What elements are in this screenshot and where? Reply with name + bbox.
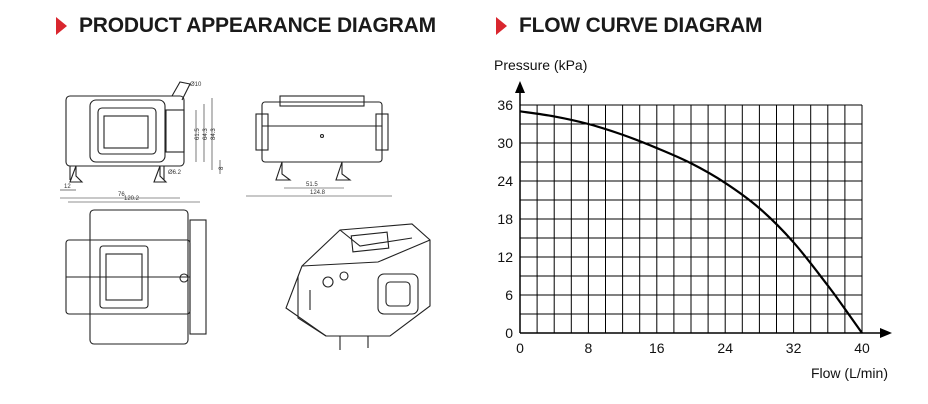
- dim-61-5: 61.5: [195, 128, 201, 140]
- dim-o10: Ø10: [190, 82, 202, 88]
- product-appearance-heading: PRODUCT APPEARANCE DIAGRAM: [56, 14, 436, 38]
- y-tick-label: 12: [497, 249, 513, 265]
- x-axis-label: Flow (L/min): [811, 365, 888, 381]
- dim-76: 76: [118, 192, 125, 198]
- y-tick-label: 6: [505, 287, 513, 303]
- flow-curve-line: [519, 110, 863, 334]
- product-appearance-title: PRODUCT APPEARANCE DIAGRAM: [79, 14, 436, 37]
- x-tick-label: 32: [786, 340, 802, 356]
- x-tick-label: 24: [717, 340, 733, 356]
- y-axis-label: Pressure (kPa): [494, 57, 587, 73]
- chart-tick-labels: 0 8 16 24 32 40 0 6 12 18 24 30 36: [497, 97, 870, 356]
- chart-axes: [515, 81, 892, 338]
- flow-curve-heading: FLOW CURVE DIAGRAM: [496, 14, 763, 38]
- dim-84-3: 84.3: [211, 128, 217, 140]
- product-drawings: Ø10 Ø6.2 61.5 64.3 84.3 8 12 76 51.5 124…: [60, 81, 431, 350]
- dim-8: 8: [219, 166, 225, 170]
- dim-51-5: 51.5: [306, 182, 318, 188]
- flow-curve-chart: Pressure (kPa) Flow (L/min) 0 8 16 24 32 40 0 6…: [494, 57, 892, 381]
- y-tick-label: 24: [497, 173, 513, 189]
- dim-120-2: 120.2: [124, 196, 140, 202]
- x-tick-label: 8: [585, 340, 593, 356]
- y-tick-label: 36: [497, 97, 513, 113]
- red-arrow-marker-icon: [56, 17, 67, 35]
- y-axis-arrow-icon: [515, 81, 525, 93]
- dim-64-3: 64.3: [203, 128, 209, 140]
- x-tick-label: 0: [516, 340, 524, 356]
- y-tick-label: 0: [505, 325, 513, 341]
- front-view-drawing: [60, 81, 221, 199]
- red-arrow-marker-icon: [496, 17, 507, 35]
- x-tick-label: 40: [854, 340, 870, 356]
- x-axis-arrow-icon: [880, 328, 892, 338]
- top-view-drawing: [65, 201, 207, 345]
- dim-124-8: 124.8: [310, 190, 326, 196]
- dim-12: 12: [64, 184, 71, 190]
- side-view-drawing: [246, 95, 392, 197]
- isometric-view-drawing: [285, 223, 431, 350]
- flow-curve-title: FLOW CURVE DIAGRAM: [519, 14, 763, 37]
- y-tick-label: 18: [497, 211, 513, 227]
- y-tick-label: 30: [497, 135, 513, 151]
- chart-grid: [520, 104, 863, 333]
- dim-o6-2: Ø6.2: [168, 170, 182, 176]
- x-tick-label: 16: [649, 340, 665, 356]
